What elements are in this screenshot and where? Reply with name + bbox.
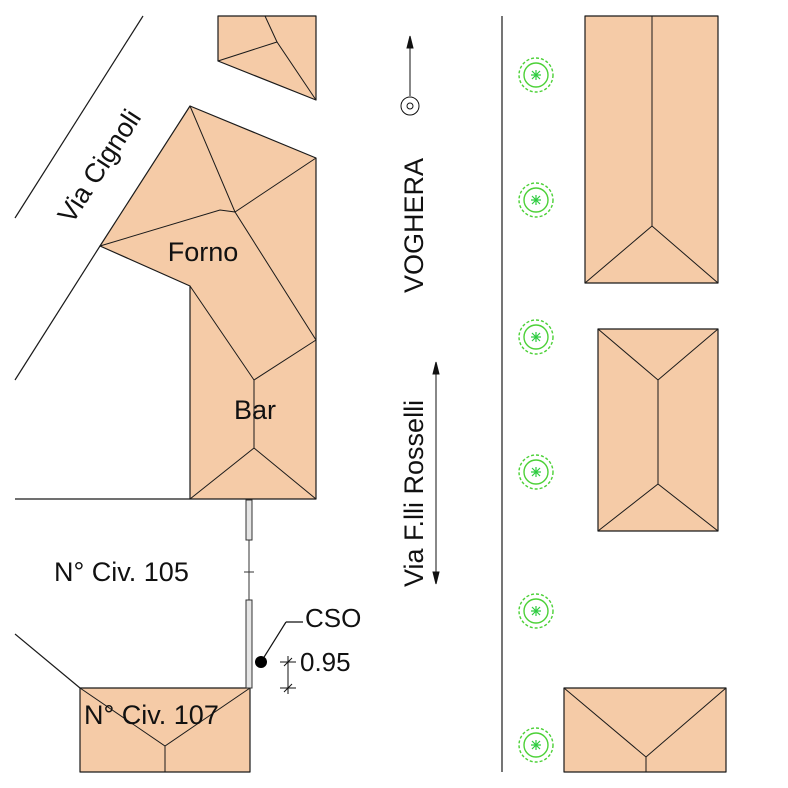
dimension-label: 0.95 xyxy=(300,647,351,677)
building-civ-107 xyxy=(79,687,251,773)
tree-icon xyxy=(518,727,554,763)
cignoli-edge-upper xyxy=(14,15,144,219)
civ-107-label: N° Civ. 107 xyxy=(84,700,219,730)
tree-icon xyxy=(518,319,554,355)
street-extent-arrow xyxy=(432,361,440,585)
civ-105-label: N° Civ. 105 xyxy=(54,557,189,587)
building-top-left xyxy=(217,15,317,101)
tree-icon xyxy=(518,182,554,218)
tree-icon xyxy=(518,57,554,93)
building-right-middle xyxy=(597,328,719,532)
building-forno-bar xyxy=(99,105,317,500)
fence-wall xyxy=(244,499,254,689)
street-label-voghera: VOGHERA xyxy=(399,158,429,293)
cso-marker: CSO xyxy=(255,603,361,668)
tree-icon xyxy=(518,593,554,629)
tree-icon xyxy=(518,454,554,490)
bar-label: Bar xyxy=(234,395,276,425)
north-arrow-icon xyxy=(400,35,420,116)
cso-label: CSO xyxy=(305,603,361,633)
dimension-annotation xyxy=(280,656,296,694)
forno-label: Forno xyxy=(168,237,239,267)
street-lines xyxy=(14,15,503,772)
cso-dot-icon xyxy=(255,656,267,668)
cignoli-edge-lower xyxy=(14,245,101,381)
lot-boundary-diagonal xyxy=(14,633,81,689)
building-right-bottom xyxy=(563,687,727,773)
street-label-rosselli: Via F.lli Rosselli xyxy=(399,400,429,587)
building-right-top xyxy=(584,15,719,284)
trees xyxy=(518,57,554,763)
